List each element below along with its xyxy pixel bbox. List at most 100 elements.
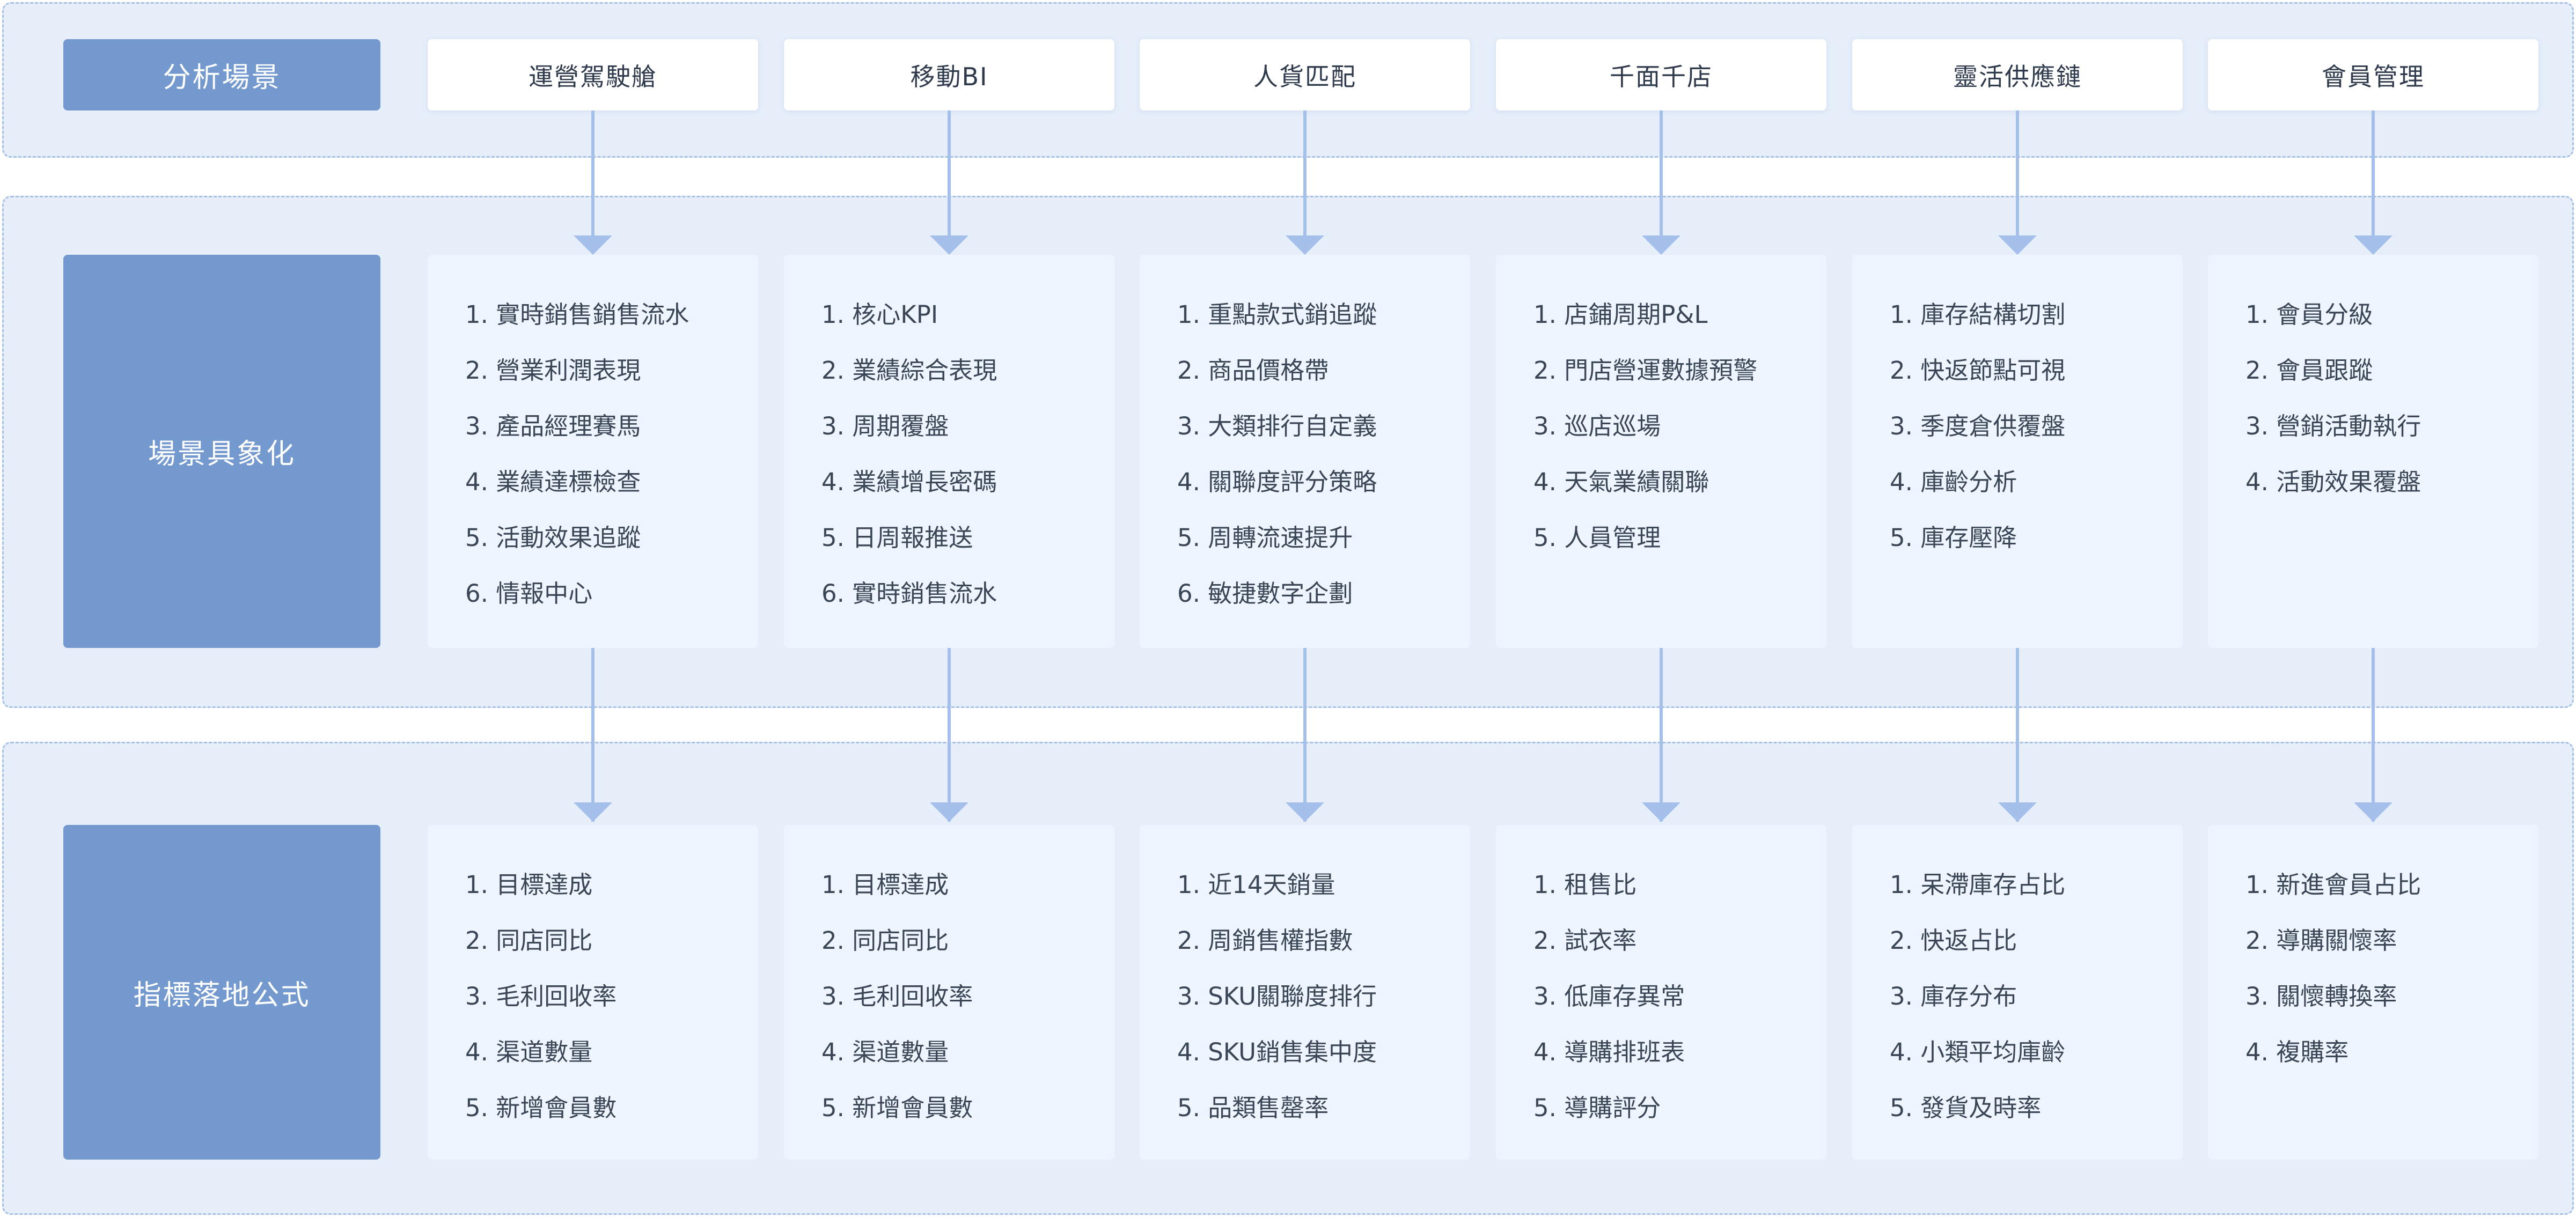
scene-item: 4. 業績達標檢查	[465, 468, 641, 496]
connector-line	[2016, 648, 2019, 822]
column-header: 人貨匹配	[1140, 39, 1470, 110]
scene-item: 4. 活動效果覆盤	[2245, 468, 2421, 496]
scene-item: 2. 商品價格帶	[1177, 356, 1329, 385]
metric-item: 5. 發貨及時率	[1890, 1094, 2042, 1122]
scene-item: 5. 周轉流速提升	[1177, 523, 1353, 552]
scene-item: 4. 庫齡分析	[1890, 468, 2017, 496]
metric-item: 4. 渠道數量	[465, 1038, 593, 1066]
row-label-analysis-scene: 分析場景	[63, 39, 380, 110]
scene-item: 6. 實時銷售流水	[821, 579, 997, 608]
metric-item: 5. 品類售罄率	[1177, 1094, 1329, 1122]
metric-item: 3. 關懷轉換率	[2245, 982, 2397, 1011]
metric-item: 1. 目標達成	[821, 871, 949, 899]
scene-item: 1. 核心KPI	[821, 300, 938, 329]
metric-card: 1. 新進會員占比 2. 導購關懷率 3. 關懷轉換率 4. 複購率	[2208, 825, 2538, 1160]
metric-item: 4. 渠道數量	[821, 1038, 949, 1066]
metric-item: 5. 新增會員數	[821, 1094, 973, 1122]
scene-item: 5. 活動效果追蹤	[465, 523, 641, 552]
scene-item: 5. 人員管理	[1533, 523, 1661, 552]
scene-item: 4. 業績增長密碼	[821, 468, 997, 496]
metric-item: 4. 小類平均庫齡	[1890, 1038, 2066, 1066]
arrow-down-icon	[1286, 802, 1324, 822]
arrow-down-icon	[1642, 802, 1680, 822]
scene-card: 1. 重點款式銷追蹤 2. 商品價格帶 3. 大類排行自定義 4. 關聯度評分策略 5.…	[1140, 255, 1470, 648]
scene-item: 2. 門店營運數據預警	[1533, 356, 1758, 385]
connector-line	[1660, 110, 1663, 235]
connector-line	[2016, 110, 2019, 235]
metric-item: 3. 低庫存異常	[1533, 982, 1685, 1011]
metric-item: 1. 新進會員占比	[2245, 871, 2421, 899]
row-label-scene-concrete: 場景具象化	[63, 255, 380, 648]
arrow-down-icon	[2354, 802, 2392, 822]
metric-item: 1. 租售比	[1533, 871, 1637, 899]
metric-item: 1. 呆滯庫存占比	[1890, 871, 2066, 899]
connector-line	[2372, 648, 2375, 822]
column-header: 千面千店	[1496, 39, 1826, 110]
arrow-down-icon	[1286, 235, 1324, 255]
metric-item: 4. SKU銷售集中度	[1177, 1038, 1377, 1066]
scene-item: 2. 快返節點可視	[1890, 356, 2066, 385]
row-label-metric-formula: 指標落地公式	[63, 825, 380, 1160]
scene-card: 1. 實時銷售銷售流水 2. 營業利潤表現 3. 產品經理賽馬 4. 業績達標檢查 5.…	[428, 255, 758, 648]
arrow-down-icon	[1642, 235, 1680, 255]
scene-item: 1. 重點款式銷追蹤	[1177, 300, 1377, 329]
column-header: 靈活供應鏈	[1852, 39, 2183, 110]
arrow-down-icon	[574, 235, 612, 255]
metric-item: 2. 同店同比	[821, 926, 949, 955]
connector-line	[591, 648, 595, 822]
scene-item: 4. 關聯度評分策略	[1177, 468, 1377, 496]
connector-line	[948, 648, 951, 822]
arrow-down-icon	[574, 802, 612, 822]
arrow-down-icon	[1998, 235, 2037, 255]
metric-item: 2. 快返占比	[1890, 926, 2017, 955]
scene-item: 5. 日周報推送	[821, 523, 973, 552]
metric-card: 1. 租售比 2. 試衣率 3. 低庫存異常 4. 導購排班表 5. 導購評分	[1496, 825, 1826, 1160]
scene-item: 1. 庫存結構切割	[1890, 300, 2066, 329]
arrow-down-icon	[930, 802, 968, 822]
scene-item: 6. 敏捷數字企劃	[1177, 579, 1353, 608]
scene-item: 2. 營業利潤表現	[465, 356, 641, 385]
metric-item: 2. 試衣率	[1533, 926, 1637, 955]
connector-line	[2372, 110, 2375, 235]
metric-item: 2. 周銷售權指數	[1177, 926, 1353, 955]
connector-line	[1303, 648, 1307, 822]
column-header: 會員管理	[2208, 39, 2538, 110]
connector-line	[1660, 648, 1663, 822]
scene-item: 1. 會員分級	[2245, 300, 2373, 329]
arrow-down-icon	[930, 235, 968, 255]
metric-item: 3. 庫存分布	[1890, 982, 2017, 1011]
metric-item: 1. 目標達成	[465, 871, 593, 899]
metric-item: 1. 近14天銷量	[1177, 871, 1335, 899]
metric-card: 1. 目標達成 2. 同店同比 3. 毛利回收率 4. 渠道數量 5. 新增會員數	[428, 825, 758, 1160]
scene-item: 6. 情報中心	[465, 579, 593, 608]
metric-item: 2. 同店同比	[465, 926, 593, 955]
metric-item: 5. 新增會員數	[465, 1094, 617, 1122]
scene-item: 3. 營銷活動執行	[2245, 412, 2421, 440]
metric-item: 4. 導購排班表	[1533, 1038, 1685, 1066]
scene-item: 1. 店鋪周期P&L	[1533, 300, 1708, 329]
column-header: 移動BI	[784, 39, 1114, 110]
metric-item: 2. 導購關懷率	[2245, 926, 2397, 955]
scene-item: 4. 天氣業績關聯	[1533, 468, 1709, 496]
metric-item: 3. 毛利回收率	[465, 982, 617, 1011]
scene-item: 3. 大類排行自定義	[1177, 412, 1377, 440]
scene-item: 1. 實時銷售銷售流水	[465, 300, 689, 329]
column-header: 運營駕駛艙	[428, 39, 758, 110]
scene-item: 2. 業績綜合表現	[821, 356, 997, 385]
scene-item: 3. 巡店巡場	[1533, 412, 1661, 440]
connector-line	[948, 110, 951, 235]
metric-card: 1. 目標達成 2. 同店同比 3. 毛利回收率 4. 渠道數量 5. 新增會員數	[784, 825, 1114, 1160]
metric-item: 5. 導購評分	[1533, 1094, 1661, 1122]
metric-card: 1. 呆滯庫存占比 2. 快返占比 3. 庫存分布 4. 小類平均庫齡 5. 發貨及時率	[1852, 825, 2183, 1160]
connector-line	[591, 110, 595, 235]
scene-card: 1. 店鋪周期P&L 2. 門店營運數據預警 3. 巡店巡場 4. 天氣業績關聯 5. …	[1496, 255, 1826, 648]
metric-item: 3. 毛利回收率	[821, 982, 973, 1011]
connector-line	[1303, 110, 1307, 235]
scene-item: 3. 產品經理賽馬	[465, 412, 641, 440]
metric-item: 4. 複購率	[2245, 1038, 2349, 1066]
scene-item: 3. 季度倉供覆盤	[1890, 412, 2066, 440]
